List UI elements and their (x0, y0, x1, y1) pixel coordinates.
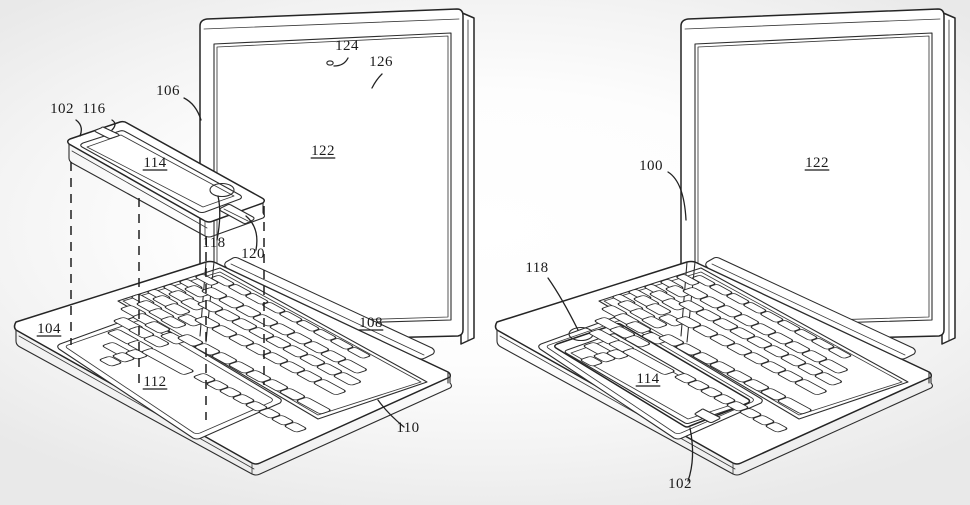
reference-numeral-100: 100 (639, 158, 663, 174)
keyboard[interactable] (580, 267, 909, 433)
key-row (131, 274, 371, 359)
left-base-assembly (13, 256, 453, 476)
reference-numeral-118: 118 (525, 260, 548, 276)
reference-numeral-text: 102 (668, 476, 692, 492)
reference-numeral-112: 112 (142, 374, 168, 390)
leader-126 (371, 73, 383, 89)
reference-numeral-102: 102 (50, 101, 74, 117)
reference-numeral-102: 102 (668, 476, 692, 492)
reference-numeral-106: 106 (156, 83, 180, 99)
alignment-lines (70, 162, 265, 420)
reference-numeral-text: 118 (202, 235, 225, 251)
leader-118 (216, 195, 221, 241)
reference-numeral-118: 118 (202, 235, 225, 251)
key-row (99, 348, 307, 433)
leader-124 (333, 57, 349, 67)
left-exploded-view (13, 8, 475, 476)
left-display-assembly (199, 8, 475, 345)
reference-numeral-text: 104 (37, 321, 61, 337)
reference-numeral-text: 114 (636, 371, 659, 387)
right-assembled-view (494, 8, 956, 482)
reference-numeral-124: 124 (335, 38, 359, 54)
right-leader-lines (547, 171, 694, 482)
leader-102-right (687, 427, 694, 482)
reference-numeral-text: 102 (50, 101, 74, 117)
leader-102 (75, 119, 82, 137)
reference-numeral-122: 122 (310, 143, 336, 159)
reference-numeral-114: 114 (142, 155, 168, 171)
key-row (580, 348, 788, 433)
leader-120 (245, 215, 258, 251)
left-leader-lines (75, 57, 405, 428)
reference-numeral-text: 122 (311, 143, 335, 159)
reference-numeral-text: 114 (143, 155, 166, 171)
reference-numeral-114: 114 (635, 371, 661, 387)
leader-100 (667, 171, 687, 221)
reference-numeral-text: 126 (369, 54, 393, 70)
reference-numeral-text: 116 (82, 101, 105, 117)
reference-numeral-120: 120 (241, 246, 265, 262)
leader-116 (111, 119, 116, 131)
spacebar-key (622, 348, 675, 375)
camera-icon (326, 60, 334, 66)
reference-numeral-108: 108 (358, 315, 384, 331)
reference-numeral-110: 110 (396, 420, 419, 436)
reference-numeral-labels: 102 116 106 124 126 122 114 118 120 104 108 112 110 1… (36, 38, 830, 492)
reference-numeral-text: 118 (525, 260, 548, 276)
reference-numeral-122: 122 (804, 155, 830, 171)
reference-numeral-text: 110 (396, 420, 419, 436)
reference-numeral-104: 104 (36, 321, 62, 337)
reference-numeral-116: 116 (82, 101, 105, 117)
key-row (588, 314, 827, 395)
reference-numeral-text: 108 (359, 315, 383, 331)
key-row (583, 332, 812, 414)
leader-118-right (547, 277, 579, 331)
reference-numeral-126: 126 (369, 54, 393, 70)
right-base-assembly (494, 256, 934, 476)
leader-106 (183, 97, 202, 121)
spacebar-key (141, 348, 194, 375)
reference-numeral-text: 100 (639, 158, 663, 174)
reference-numeral-text: 124 (335, 38, 359, 54)
reference-numeral-text: 106 (156, 83, 180, 99)
home-button-icon[interactable] (209, 182, 235, 198)
key-row (102, 332, 331, 414)
exploded-smartphone[interactable] (66, 120, 266, 238)
reference-numeral-text: 112 (143, 374, 166, 390)
leader-110 (377, 399, 405, 428)
reference-numeral-text: 122 (805, 155, 829, 171)
reference-numeral-text: 120 (241, 246, 265, 262)
